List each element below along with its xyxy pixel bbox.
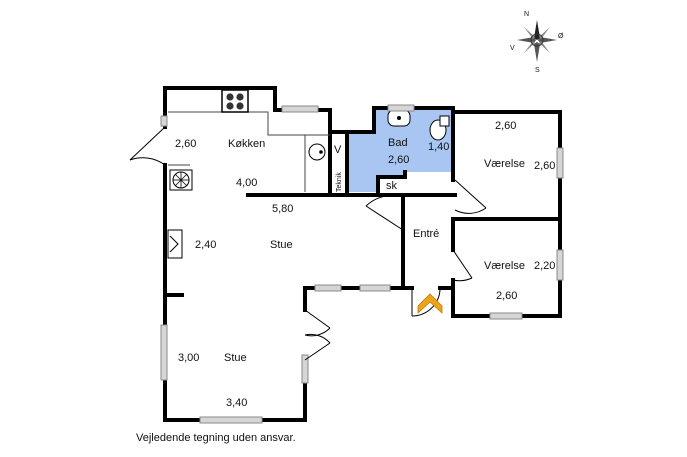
living2-width: 3,00: [178, 352, 199, 364]
living2-name: Stue: [224, 352, 247, 364]
teknik-label: Teknik: [336, 172, 343, 192]
living1-width: 2,40: [195, 239, 216, 251]
bedroom1-length: 2,60: [534, 160, 555, 172]
living1-length: 5,80: [272, 203, 293, 215]
door-swings: [129, 126, 487, 361]
compass-n: N: [524, 11, 529, 18]
disclaimer-caption: Vejledende tegning uden ansvar.: [136, 432, 296, 444]
bath-length: 1,40: [428, 141, 449, 153]
sk-label: sk: [386, 180, 398, 192]
living1-name: Stue: [270, 239, 293, 251]
compass-rose-icon: N Ø S V: [510, 11, 564, 74]
wood-stove: [167, 229, 183, 259]
bathroom-floor: [347, 108, 453, 192]
bedroom2-width: 2,20: [534, 260, 555, 272]
bath-width: 2,60: [388, 154, 409, 166]
bedroom2-length: 2,60: [496, 290, 517, 302]
compass-w: V: [510, 45, 515, 52]
bedroom1-width: 2,60: [495, 120, 516, 132]
stove: [221, 89, 249, 113]
bath-name: Bad: [388, 137, 408, 149]
living2-length: 3,40: [226, 397, 247, 409]
bath-sink: [387, 109, 411, 127]
v-label: V: [334, 144, 342, 156]
entrance-arrow-icon: [417, 293, 443, 314]
kitchen-length: 4,00: [236, 177, 257, 189]
compass-s: S: [535, 67, 540, 74]
kitchen-width: 2,60: [175, 138, 196, 150]
compass-e: Ø: [558, 33, 564, 40]
bedroom1-name: Værelse: [484, 158, 525, 170]
bedroom2-name: Værelse: [484, 260, 525, 272]
kitchen-sink: [308, 143, 326, 161]
fan-unit: [169, 169, 193, 191]
toilet: [429, 115, 450, 141]
entry-name: Entré: [413, 228, 439, 240]
kitchen-name: Køkken: [228, 138, 265, 150]
windows: [160, 104, 564, 424]
room-labels: 2,60 Køkken 4,00 V Teknik Bad 2,60 1,40 …: [175, 120, 555, 409]
